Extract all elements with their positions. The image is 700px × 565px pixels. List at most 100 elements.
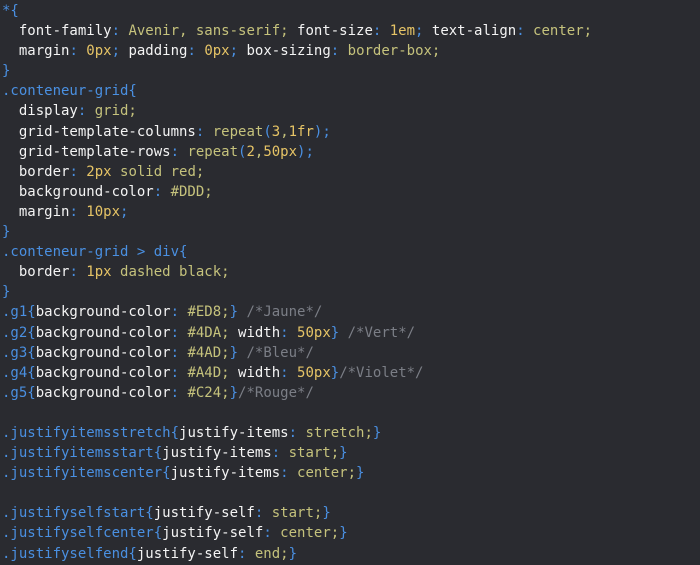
number-token: 2px bbox=[86, 163, 112, 180]
selector-token: } bbox=[2, 63, 11, 80]
code-line[interactable]: grid-template-rows: repeat(2,50px); bbox=[0, 142, 700, 162]
code-line[interactable]: .g4{background-color: #A4D; width: 50px}… bbox=[0, 363, 700, 383]
punctuation-token: : bbox=[69, 264, 87, 281]
value-token: center; bbox=[280, 525, 340, 542]
code-line[interactable]: .g3{background-color: #4AD;} /*Bleu*/ bbox=[0, 343, 700, 363]
code-line[interactable]: } bbox=[0, 282, 700, 302]
value-token: #ED8; bbox=[187, 304, 230, 321]
selector-token: .conteneur-grid > div{ bbox=[2, 244, 188, 261]
selector-token: .g3{ bbox=[2, 344, 36, 361]
punctuation-token: : bbox=[153, 183, 171, 200]
property-token: font-size bbox=[297, 23, 373, 40]
punctuation-token: : bbox=[69, 203, 87, 220]
property-token: background-color bbox=[35, 304, 171, 321]
property-token: margin bbox=[2, 203, 70, 220]
property-token: width bbox=[238, 364, 281, 381]
selector-token: } bbox=[288, 545, 298, 562]
property-token: justify-self bbox=[136, 545, 239, 562]
value-token: center; bbox=[533, 23, 593, 40]
selector-token: .g5{ bbox=[2, 384, 36, 401]
code-line[interactable]: .justifyitemsstart{justify-items: start;… bbox=[0, 443, 700, 463]
value-token: grid; bbox=[94, 103, 137, 120]
code-line[interactable]: margin: 0px; padding: 0px; box-sizing: b… bbox=[0, 41, 700, 61]
code-line[interactable]: .g1{background-color: #ED8;} /*Jaune*/ bbox=[0, 302, 700, 322]
code-line[interactable]: background-color: #DDD; bbox=[0, 182, 700, 202]
code-line[interactable]: .conteneur-grid{ bbox=[0, 81, 700, 101]
code-line[interactable]: border: 1px dashed black; bbox=[0, 262, 700, 282]
code-line[interactable]: *{ bbox=[0, 1, 700, 21]
selector-token: } bbox=[330, 364, 340, 381]
comment-token: /*Jaune*/ bbox=[238, 304, 323, 321]
value-token: repeat bbox=[212, 123, 264, 140]
selector-token: *{ bbox=[2, 3, 19, 19]
punctuation-token: : bbox=[330, 43, 348, 60]
code-line[interactable] bbox=[0, 483, 700, 503]
punctuation-token: : bbox=[111, 23, 129, 40]
property-token: justify-self bbox=[153, 505, 255, 522]
code-line[interactable]: border: 2px solid red; bbox=[0, 162, 700, 182]
selector-token: } bbox=[229, 304, 239, 321]
punctuation-token: ( bbox=[263, 123, 272, 140]
comment-token: /*Bleu*/ bbox=[238, 344, 314, 361]
comment-token: /*Rouge*/ bbox=[238, 384, 314, 401]
code-line[interactable]: margin: 10px; bbox=[0, 202, 700, 222]
code-line[interactable]: .justifyselfstart{justify-self: start;} bbox=[0, 503, 700, 523]
number-token: 50px bbox=[263, 143, 298, 160]
selector-token: } bbox=[356, 465, 365, 482]
punctuation-token: : bbox=[170, 324, 188, 341]
code-line[interactable]: .justifyselfcenter{justify-self: center;… bbox=[0, 523, 700, 543]
code-line[interactable]: grid-template-columns: repeat(3,1fr); bbox=[0, 122, 700, 142]
property-token: background-color bbox=[35, 324, 171, 341]
punctuation-token: : bbox=[288, 424, 306, 441]
number-token: 1em bbox=[389, 23, 416, 40]
selector-token: } bbox=[339, 525, 348, 542]
value-token: dashed black; bbox=[111, 264, 230, 281]
number-token: 10px bbox=[86, 203, 121, 220]
punctuation-token: : bbox=[238, 545, 255, 562]
property-token: font-family bbox=[2, 23, 112, 40]
value-token: #A4D; bbox=[187, 364, 239, 381]
property-token: justify-items bbox=[162, 445, 272, 462]
selector-token: } bbox=[229, 384, 239, 401]
code-line[interactable]: font-family: Avenir, sans-serif; font-si… bbox=[0, 21, 700, 41]
code-line[interactable]: .justifyitemsstretch{justify-items: stre… bbox=[0, 423, 700, 443]
selector-token: } bbox=[322, 505, 331, 522]
value-token: end; bbox=[254, 545, 289, 562]
value-token: start; bbox=[288, 445, 340, 462]
code-line[interactable]: } bbox=[0, 222, 700, 242]
selector-token: .justifyselfend{ bbox=[2, 545, 137, 562]
value-token: #4AD; bbox=[187, 344, 230, 361]
property-token: justify-items bbox=[179, 424, 289, 441]
value-token: center; bbox=[297, 465, 357, 482]
punctuation-token: : bbox=[195, 123, 213, 140]
value-token: , bbox=[254, 143, 264, 160]
property-token: grid-template-columns bbox=[2, 123, 196, 140]
selector-token: .justifyitemsstretch{ bbox=[2, 424, 180, 441]
punctuation-token: : bbox=[271, 445, 289, 462]
code-line[interactable]: .g5{background-color: #C24;}/*Rouge*/ bbox=[0, 383, 700, 403]
selector-token: .justifyitemsstart{ bbox=[2, 445, 163, 462]
code-line[interactable]: .g2{background-color: #4DA; width: 50px}… bbox=[0, 323, 700, 343]
selector-token: } bbox=[2, 224, 11, 241]
value-token: Avenir, sans-serif; bbox=[128, 23, 298, 40]
punctuation-token: : bbox=[170, 344, 188, 361]
number-token: 0px bbox=[204, 43, 230, 60]
punctuation-token: ; bbox=[120, 203, 129, 220]
selector-token: .justifyitemscenter{ bbox=[2, 465, 171, 482]
punctuation-token: ( bbox=[238, 143, 247, 160]
code-line[interactable]: .justifyselfend{justify-self: end;} bbox=[0, 544, 700, 564]
punctuation-token: : bbox=[170, 384, 188, 401]
punctuation-token: : bbox=[69, 43, 87, 60]
code-line[interactable]: display: grid; bbox=[0, 101, 700, 121]
code-line[interactable]: .justifyitemscenter{justify-items: cente… bbox=[0, 463, 700, 483]
code-line[interactable] bbox=[0, 403, 700, 423]
number-token: 1px bbox=[86, 264, 112, 281]
code-line[interactable]: } bbox=[0, 61, 700, 81]
punctuation-token: ); bbox=[297, 143, 314, 160]
selector-token: .justifyselfstart{ bbox=[2, 505, 154, 522]
value-token: border-box; bbox=[347, 43, 441, 60]
property-token: width bbox=[238, 324, 281, 341]
code-line[interactable]: .conteneur-grid > div{ bbox=[0, 242, 700, 262]
selector-token: } bbox=[229, 344, 239, 361]
